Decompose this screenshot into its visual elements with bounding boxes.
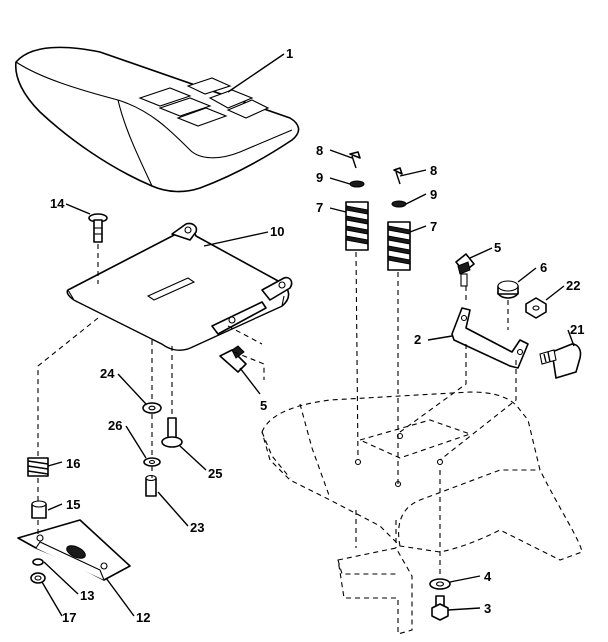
callout-8-left: 8 bbox=[316, 143, 323, 158]
seat-bracket-2 bbox=[451, 307, 529, 369]
callout-13: 13 bbox=[80, 588, 94, 603]
callout-24: 24 bbox=[100, 366, 115, 381]
spring-7-right bbox=[387, 221, 411, 271]
spring-7-left bbox=[345, 201, 369, 251]
nut-6 bbox=[497, 280, 519, 299]
clevis-pin-8-left bbox=[349, 151, 361, 169]
callout-23: 23 bbox=[190, 520, 204, 535]
callout-14: 14 bbox=[50, 196, 65, 211]
seat-switch-21 bbox=[539, 343, 582, 379]
callout-22: 22 bbox=[566, 278, 580, 293]
spring-16 bbox=[27, 457, 49, 477]
callout-labels: 1 10 14 8 9 7 8 9 7 5 6 22 2 21 24 5 26 … bbox=[50, 46, 584, 625]
callout-21: 21 bbox=[570, 322, 584, 337]
knob-5-left bbox=[219, 345, 265, 380]
washer-13 bbox=[32, 558, 44, 566]
clevis-pin-8-right bbox=[393, 167, 403, 185]
callout-17: 17 bbox=[62, 610, 76, 625]
callout-10: 10 bbox=[270, 224, 284, 239]
callout-3: 3 bbox=[484, 601, 491, 616]
callout-26: 26 bbox=[108, 418, 122, 433]
alignment-lines bbox=[37, 244, 517, 578]
callout-4: 4 bbox=[484, 569, 492, 584]
callout-7-left: 7 bbox=[316, 200, 323, 215]
callout-9-left: 9 bbox=[316, 170, 323, 185]
seat bbox=[15, 46, 300, 193]
carriage-bolt-14 bbox=[88, 213, 108, 243]
callout-9-right: 9 bbox=[430, 187, 437, 202]
washer-9-right bbox=[391, 200, 407, 208]
callout-15: 15 bbox=[66, 497, 80, 512]
callout-1: 1 bbox=[286, 46, 293, 61]
washer-24 bbox=[142, 402, 162, 414]
nut-22 bbox=[525, 297, 547, 319]
spacer-15 bbox=[31, 500, 47, 519]
bolt-3 bbox=[431, 595, 449, 621]
tractor-frame bbox=[261, 391, 583, 635]
washer-26 bbox=[143, 457, 161, 467]
callout-8-right: 8 bbox=[430, 163, 437, 178]
callout-5-right: 5 bbox=[494, 240, 501, 255]
knob-5-right bbox=[455, 253, 475, 287]
leader-lines bbox=[41, 53, 575, 617]
callout-25: 25 bbox=[208, 466, 222, 481]
seat-pan bbox=[66, 222, 293, 351]
callout-7-right: 7 bbox=[430, 219, 437, 234]
callout-5-left: 5 bbox=[260, 398, 267, 413]
callout-12: 12 bbox=[136, 610, 150, 625]
callout-2: 2 bbox=[414, 332, 421, 347]
nut-17 bbox=[30, 572, 46, 584]
washer-4 bbox=[429, 578, 451, 590]
washer-9-left bbox=[349, 180, 365, 188]
pivot-bracket bbox=[17, 519, 131, 581]
bolt-25 bbox=[161, 417, 183, 448]
callout-16: 16 bbox=[66, 456, 80, 471]
bolt-23 bbox=[145, 474, 157, 497]
callout-6: 6 bbox=[540, 260, 547, 275]
